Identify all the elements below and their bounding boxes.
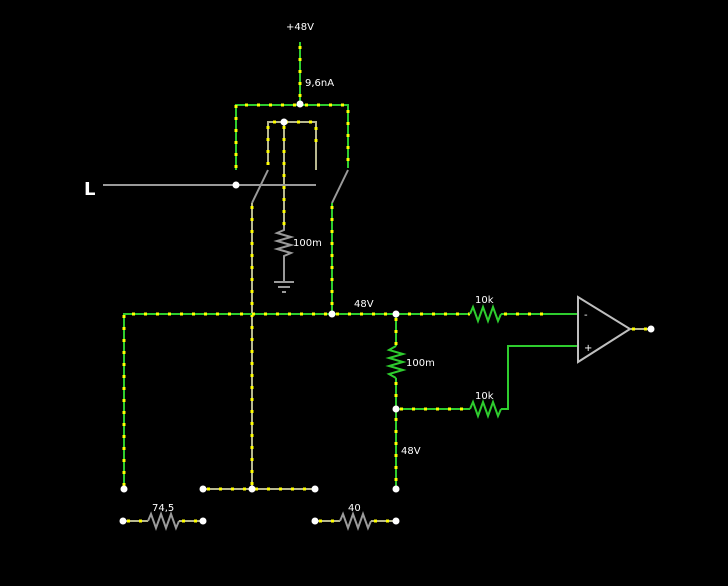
supply-node: [296, 100, 304, 108]
opamp[interactable]: - +: [577, 295, 632, 364]
resistor-input-plus[interactable]: [469, 399, 502, 419]
load-resistor-left[interactable]: [123, 511, 203, 531]
node-voltage-top-label: 48V: [354, 299, 374, 310]
switch-left-blade[interactable]: [251, 169, 269, 204]
resistor-sense-mid-label: 100m: [406, 358, 435, 369]
main-node: [328, 310, 336, 318]
circuit-nodes[interactable]: [119, 100, 655, 525]
supply-label: +48V: [286, 22, 314, 33]
switch-control-node: [232, 181, 240, 189]
load-resistor-left-label: 74,5: [152, 503, 174, 514]
plus-input-wire[interactable]: [501, 345, 578, 410]
node-voltage-bottom-label: 48V: [401, 446, 421, 457]
load-resistor-right[interactable]: [315, 511, 396, 531]
sense-mid-top-node: [392, 310, 400, 318]
main-bus-wire[interactable]: [122, 312, 470, 489]
top-bus-wire[interactable]: [234, 103, 350, 170]
bottom-bar-right-terminal: [311, 485, 319, 493]
load-right-terminal-b: [392, 517, 400, 525]
resistor-sense-top[interactable]: [273, 226, 295, 262]
load-resistor-right-label: 40: [348, 503, 361, 514]
ground-symbol: [274, 262, 294, 293]
bottom-bar-left-terminal: [199, 485, 207, 493]
resistor-sense-mid[interactable]: [385, 345, 407, 379]
sense-top-node: [280, 118, 288, 126]
inner-switch-frame[interactable]: [266, 120, 318, 170]
sense-mid-bottom-node: [392, 405, 400, 413]
load-left-terminal-b: [199, 517, 207, 525]
sense-bottom-terminal: [392, 485, 400, 493]
opamp-plus-sign: +: [584, 343, 592, 354]
bottom-bar-mid-terminal: [248, 485, 256, 493]
left-bus-terminal: [120, 485, 128, 493]
load-left-terminal-a: [119, 517, 127, 525]
switch-right-blade[interactable]: [331, 169, 349, 204]
opamp-output-terminal: [647, 325, 655, 333]
resistor-input-plus-label: 10k: [475, 391, 494, 402]
resistor-input-minus[interactable]: [469, 304, 502, 324]
resistor-input-minus-label: 10k: [475, 295, 494, 306]
switch-input-label: L: [84, 179, 95, 200]
current-readout: 9,6nA: [305, 78, 334, 89]
opamp-minus-sign: -: [584, 310, 588, 321]
load-right-terminal-a: [311, 517, 319, 525]
resistor-sense-top-label: 100m: [293, 238, 322, 249]
